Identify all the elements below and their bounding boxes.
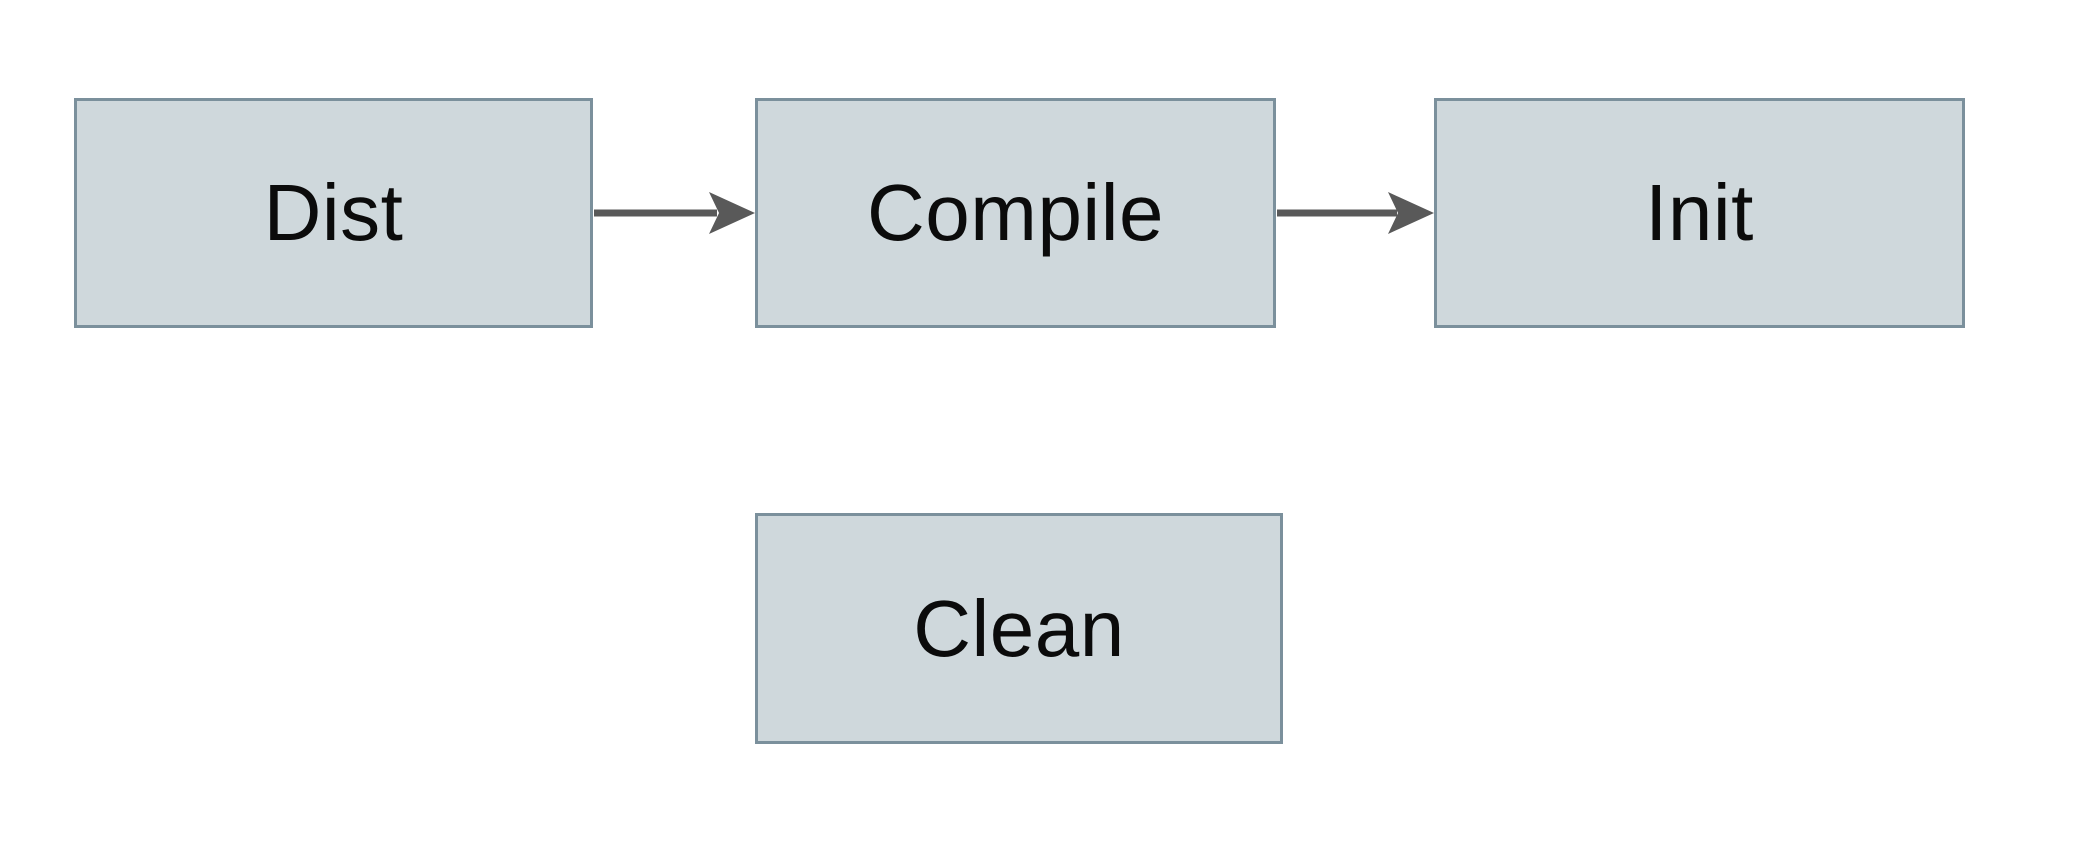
node-init-label: Init xyxy=(1645,168,1754,257)
arrowhead-icon xyxy=(1388,192,1434,234)
node-dist: Dist xyxy=(74,98,593,328)
node-compile-label: Compile xyxy=(867,168,1164,257)
node-init: Init xyxy=(1434,98,1965,328)
arrow-dist-to-compile xyxy=(594,192,755,234)
arrow-compile-to-init xyxy=(1277,192,1434,234)
node-dist-label: Dist xyxy=(263,168,404,257)
node-clean: Clean xyxy=(755,513,1283,744)
node-compile: Compile xyxy=(755,98,1276,328)
arrowhead-icon xyxy=(709,192,755,234)
node-clean-label: Clean xyxy=(913,583,1125,673)
